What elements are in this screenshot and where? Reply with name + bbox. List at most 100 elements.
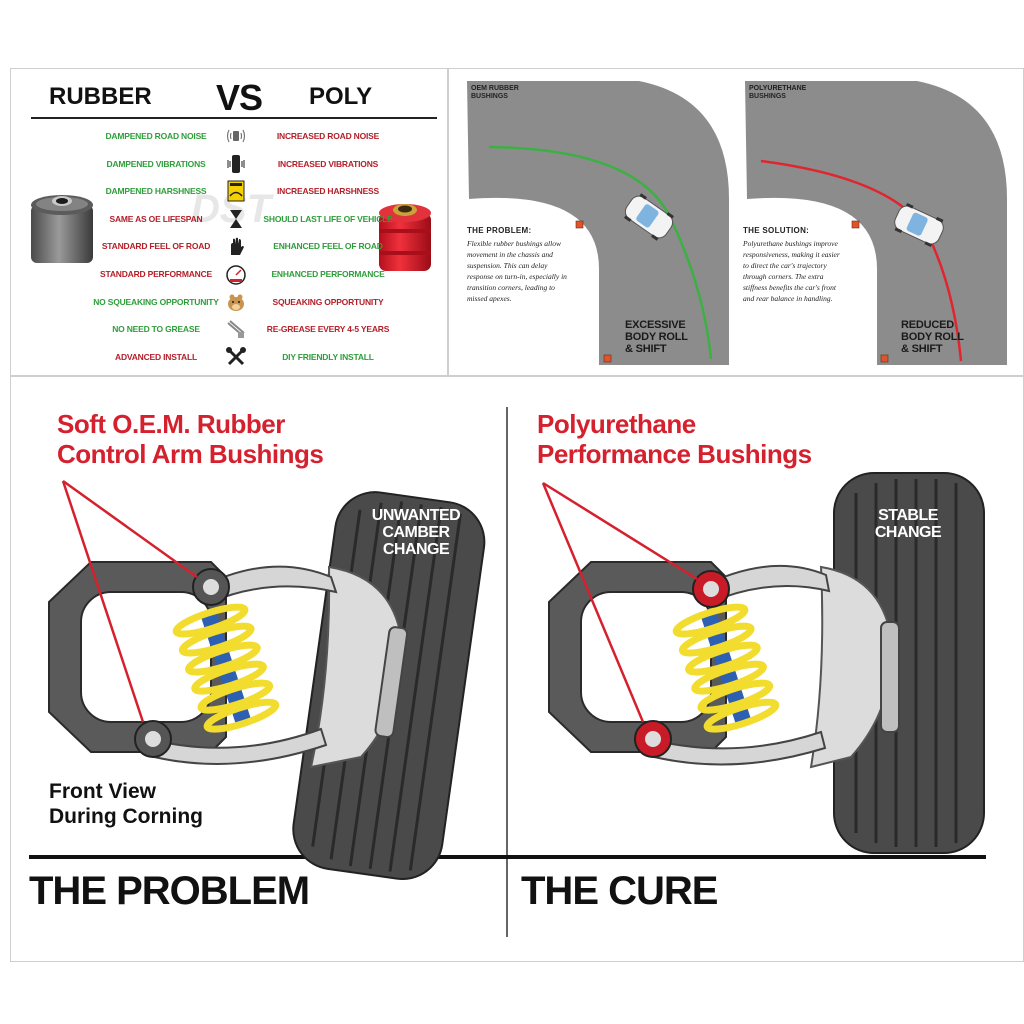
lower-control-arm [139,727,328,765]
poly-trait: SQUEAKING OPPORTUNITY [272,296,384,307]
problem-body: Flexible rubber bushings allow movement … [467,239,567,303]
gauge-icon [225,263,247,285]
cornering-roads [467,81,1007,365]
speed-bump-sign-icon [225,180,247,202]
poly-trait: RE-GREASE EVERY 4-5 YEARS [266,324,390,335]
the-cure-heading: THE CURE [521,869,718,913]
rubber-header: RUBBER [49,83,152,110]
rubber-trait: STANDARD PERFORMANCE [99,269,212,279]
comparison-row: DAMPENED ROAD NOISE INCREASED ROAD NOISE [11,123,447,149]
label-line: STABLE [878,507,938,524]
comparison-row: DAMPENED VIBRATIONS INCREASED VIBRATIONS [11,151,447,177]
rubber-trait: STANDARD FEEL OF ROAD [101,241,211,252]
rubber-trait: NO NEED TO GREASE [112,324,200,335]
oem-rubber-bushing-upper [192,568,230,606]
comparison-row: DAMPENED HARSHNESS INCREASED HARSHNESS [11,178,447,204]
coil-spring [672,603,780,733]
speaker-icon [225,125,247,147]
cone-marker [575,220,584,229]
upper-control-arm [699,564,831,604]
upper-control-arm [199,565,338,604]
solution-body: Polyurethane bushings improve responsive… [743,239,840,303]
result-line: & SHIFT [901,343,943,355]
tools-icon [225,346,247,368]
rubber-trait: SAME AS OE LIFESPAN [109,213,203,224]
hourglass-icon [225,208,247,230]
caption-line: During Corning [49,805,203,828]
solution-text-block: THE SOLUTION: Polyurethane bushings impr… [743,225,843,304]
title-line: Performance Bushings [537,439,812,469]
car-icon-right [894,202,944,248]
reduced-body-roll-label: REDUCED BODY ROLL & SHIFT [901,319,964,355]
rubber-trait: DAMPENED VIBRATIONS [106,158,206,169]
vs-label: VS [216,77,263,118]
cone-marker [603,354,612,363]
excessive-body-roll-label: EXCESSIVE BODY ROLL & SHIFT [625,319,688,355]
caption-line: Front View [49,780,156,803]
pointer-arrow [61,480,145,723]
front-view-caption: Front View During Corning [49,779,203,829]
comparison-row: STANDARD FEEL OF ROAD ENHANCED FEEL OF RO… [11,233,447,259]
poly-trait: ENHANCED FEEL OF ROAD [273,241,383,252]
poly-header: POLY [309,83,373,110]
lower-control-arm [639,730,827,766]
grease-gun-icon [225,318,247,340]
label-line: UNWANTED [371,507,461,524]
cone-marker [851,220,860,229]
rubber-bushing-icon [31,195,93,263]
pointer-arrow [542,481,698,581]
poly-trait: INCREASED VIBRATIONS [277,158,379,169]
rubber-trait: NO SQUEAKING OPPORTUNITY [93,296,219,307]
result-line: BODY ROLL [901,331,964,343]
rubber-trait: DAMPENED HARSHNESS [105,186,207,197]
car-icon-left [624,193,674,241]
oem-rubber-title: Soft O.E.M. Rubber Control Arm Bushings [57,409,324,469]
poly-trait: DIY FRIENDLY INSTALL [282,351,374,362]
comparison-row: SAME AS OE LIFESPAN SHOULD LAST LIFE OF V… [11,206,447,232]
poly-bushing-icon [379,204,431,271]
oem-rubber-bushing-lower [134,720,172,758]
problem-text-block: THE PROBLEM: Flexible rubber bushings al… [467,225,567,304]
rubber-trait: DAMPENED ROAD NOISE [105,131,207,141]
label-line: CHANGE [874,524,942,541]
poly-bushing-lower [634,720,672,758]
comparison-row: ADVANCED INSTALL DIY FRIENDLY INSTALL [11,344,447,370]
poly-bushing-upper [692,570,730,608]
title-line: Soft O.E.M. Rubber [57,409,285,439]
label-line: CAMBER [382,524,450,541]
result-line: EXCESSIVE [625,319,686,331]
poly-trait: SHOULD LAST LIFE OF VEHICLE [263,213,393,224]
poly-trait: ENHANCED PERFORMANCE [271,269,385,279]
vibrating-phone-icon [225,153,247,175]
cornering-comparison-panel: OEM RUBBER BUSHINGS POLYURETHANE BUSHING… [448,68,1024,376]
result-line: BODY ROLL [625,331,688,343]
coil-spring [172,603,280,733]
title-line: Polyurethane [537,409,696,439]
result-line: & SHIFT [625,343,667,355]
comparison-row: NO SQUEAKING OPPORTUNITY SQUEAKING OPPORT… [11,289,447,315]
suspension-comparison-panel: Soft O.E.M. Rubber Control Arm Bushings … [10,376,1024,962]
comparison-row: STANDARD PERFORMANCE ENHANCED PERFORMANCE [11,261,447,287]
poly-road [745,81,1007,365]
pointer-arrow [62,479,198,579]
polyurethane-title: Polyurethane Performance Bushings [537,409,812,469]
comparison-row: NO NEED TO GREASE RE-GREASE EVERY 4-5 YEA… [11,316,447,342]
poly-trait: INCREASED ROAD NOISE [276,131,380,141]
suspension-diagram [29,407,986,937]
hand-icon [225,235,247,257]
pointer-arrow [541,482,645,723]
result-line: REDUCED [901,319,954,331]
poly-trait: INCREASED HARSHNESS [277,186,379,197]
header-divider [31,117,437,119]
oem-road [467,81,729,365]
solution-heading: THE SOLUTION: [743,226,810,235]
title-line: Control Arm Bushings [57,439,324,469]
oem-rubber-label: OEM RUBBER BUSHINGS [471,85,519,100]
rubber-trait: ADVANCED INSTALL [115,351,197,362]
steering-knuckle [809,565,893,769]
problem-heading: THE PROBLEM: [467,226,532,235]
unwanted-camber-label: UNWANTED CAMBER CHANGE [371,507,461,558]
label-line: CHANGE [382,541,450,558]
polyurethane-label: POLYURETHANE BUSHINGS [749,85,807,100]
